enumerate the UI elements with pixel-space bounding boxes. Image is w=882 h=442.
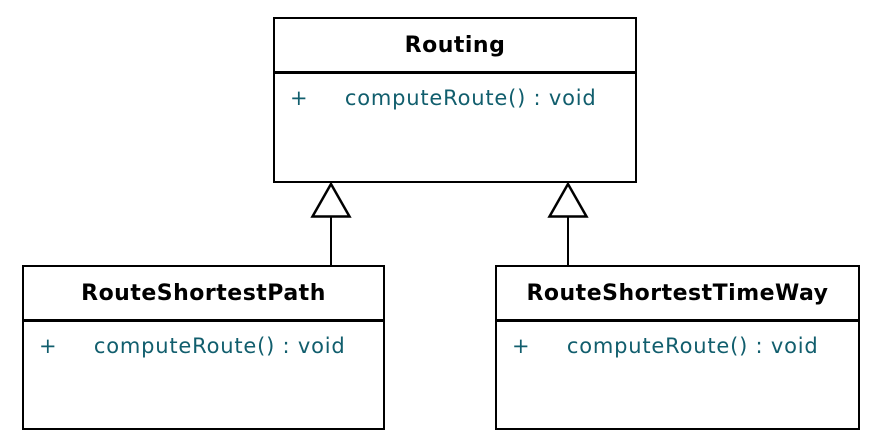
class-name-routing: Routing (275, 19, 635, 74)
methods-compartment-routeshortestpath: + computeRoute() : void (24, 322, 383, 359)
methods-compartment-routing: + computeRoute() : void (275, 74, 635, 111)
method-visibility: + (512, 334, 531, 358)
method-signature: computeRoute() : void (93, 334, 346, 358)
method-row: + computeRoute() : void (512, 333, 858, 359)
generalization-triangle-icon (547, 181, 589, 218)
method-row: + computeRoute() : void (39, 333, 383, 359)
method-visibility: + (39, 334, 58, 358)
generalization-edge-routeshortesttimeway-to-routing (547, 181, 589, 266)
methods-compartment-routeshortesttimeway: + computeRoute() : void (497, 322, 858, 359)
class-name-routeshortesttimeway: RouteShortestTimeWay (497, 267, 858, 322)
generalization-triangle-icon (310, 181, 352, 218)
generalization-edge-routeshortestpath-to-routing (310, 181, 352, 266)
class-name-routeshortestpath: RouteShortestPath (24, 267, 383, 322)
method-signature: computeRoute() : void (344, 86, 597, 110)
method-visibility: + (290, 86, 309, 110)
method-row: + computeRoute() : void (290, 85, 635, 111)
class-box-routeshortestpath: RouteShortestPath + computeRoute() : voi… (22, 265, 385, 430)
class-box-routeshortesttimeway: RouteShortestTimeWay + computeRoute() : … (495, 265, 860, 430)
class-box-routing: Routing + computeRoute() : void (273, 17, 637, 183)
method-signature: computeRoute() : void (566, 334, 819, 358)
